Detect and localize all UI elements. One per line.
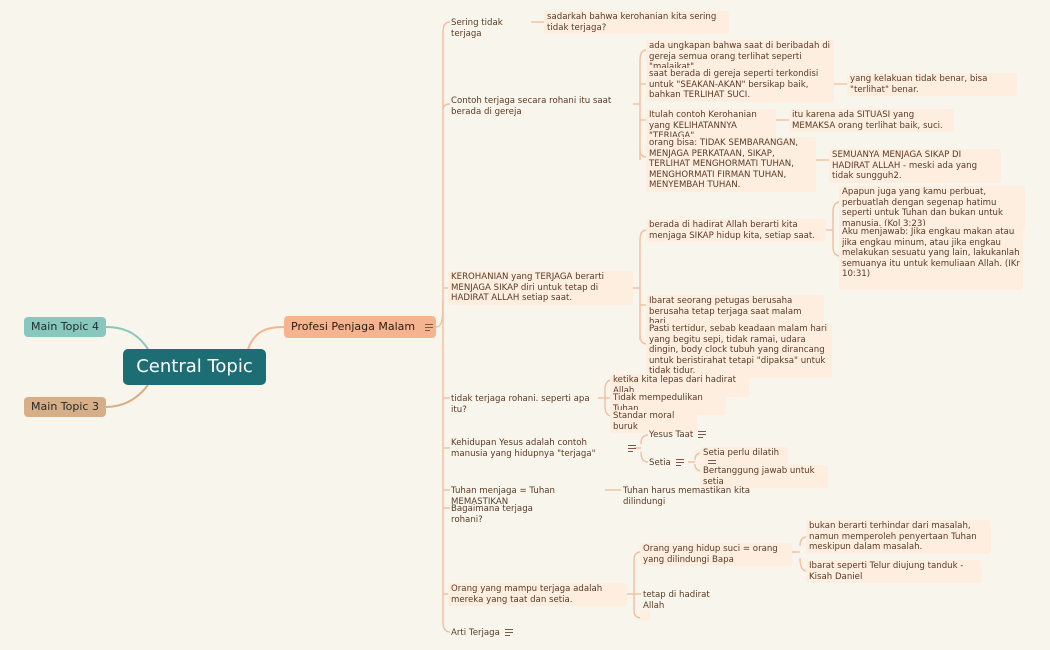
node-setia-perlu-dilatih[interactable]: Setia perlu dilatih	[700, 447, 788, 471]
node-setia[interactable]: Setia	[646, 457, 690, 470]
node-sadarkah[interactable]: sadarkah bahwa kerohanian kita sering ti…	[544, 11, 729, 35]
main-topic-3[interactable]: Main Topic 3	[24, 397, 106, 417]
node-yesus-taat[interactable]: Yesus Taat	[646, 429, 716, 442]
node-orang-bisa[interactable]: orang bisa: TIDAK SEMBARANGAN, MENJAGA P…	[646, 137, 816, 192]
notes-icon[interactable]	[504, 629, 513, 636]
line-c1a2	[832, 212, 841, 257]
node-label: Setia	[649, 458, 671, 468]
node-tuhan-menjaga[interactable]: Tuhan menjaga = Tuhan MEMASTIKAN	[451, 486, 555, 507]
topic-label: Profesi Penjaga Malam	[291, 320, 416, 333]
line-b1d	[639, 149, 648, 158]
notes-icon[interactable]	[675, 459, 684, 466]
topic-profesi-penjaga-malam[interactable]: Profesi Penjaga Malam	[284, 316, 436, 338]
node-1kor-10-31[interactable]: Aku menjawab: Jika engkau makan atau jik…	[839, 226, 1023, 290]
node-standar-moral[interactable]: Standar moral buruk	[610, 410, 697, 434]
node-orang-mampu-terjaga[interactable]: Orang yang mampu terjaga adalah mereka y…	[448, 583, 627, 607]
line-c1a1	[832, 201, 841, 213]
line-a1	[442, 21, 451, 33]
line-main-topic-4	[105, 326, 149, 350]
node-kelakuan-tidak-benar[interactable]: yang kelakuan tidak benar, bisa "terliha…	[847, 73, 1017, 97]
node-tetap-di-hadirat[interactable]: tetap di hadirat Allah	[643, 590, 710, 611]
node-arti-terjaga[interactable]: Arti Terjaga	[448, 627, 518, 640]
node-bagaimana-terjaga[interactable]: Bagaimana terjaga rohani?	[451, 504, 533, 525]
node-bertanggung-jawab[interactable]: Bertanggung jawab untuk setia	[700, 465, 828, 489]
central-topic[interactable]: Central Topic	[123, 349, 266, 385]
line-c1a	[639, 229, 648, 241]
line-c1c	[639, 334, 648, 345]
notes-icon[interactable]	[628, 445, 636, 452]
node-situasi-memaksa[interactable]: itu karena ada SITUASI yang MEMAKSA oran…	[789, 109, 954, 133]
node-label: Yesus Taat	[649, 430, 694, 440]
notes-icon[interactable]	[698, 431, 707, 438]
node-label: Setia perlu dilatih	[703, 448, 780, 458]
line-e1b	[640, 451, 649, 463]
node-kerohanian-terjaga[interactable]: KEROHANIAN yang TERJAGA berarti MENJAGA …	[448, 271, 633, 305]
node-sering-tidak-terjaga[interactable]: Sering tidak terjaga	[451, 18, 503, 39]
line-b1a	[639, 49, 648, 61]
line-e1a	[640, 434, 649, 445]
node-lepas-dari-hadirat[interactable]: ketika kita lepas dari hadirat Allah	[610, 374, 749, 398]
node-tidak-mempedulikan[interactable]: Tidak mempedulikan Tuhan	[610, 392, 726, 416]
node-empty-topic[interactable]	[640, 610, 650, 621]
node-telur-diujung-tanduk[interactable]: Ibarat seperti Telur diujung tanduk - Ki…	[806, 560, 982, 584]
node-tuhan-memastikan[interactable]: Tuhan harus memastikan kita dilindungi	[623, 486, 750, 507]
node-kehidupan-yesus[interactable]: Kehidupan Yesus adalah contoh manusia ya…	[448, 437, 622, 460]
line-h1a2	[799, 557, 808, 572]
line-h1a1	[799, 536, 808, 547]
node-label: Arti Terjaga	[451, 628, 500, 638]
line-profesi-trunk	[435, 299, 444, 328]
line-profesi	[247, 326, 285, 350]
node-contoh-terjaga-gereja[interactable]: Contoh terjaga secara rohani itu saat be…	[451, 96, 612, 117]
node-orang-hidup-suci[interactable]: Orang yang hidup suci = orang yang dilin…	[640, 543, 792, 567]
notes-icon[interactable]	[425, 323, 434, 331]
line-h1a	[633, 551, 642, 561]
node-label: Kehidupan Yesus adalah contoh manusia ya…	[451, 438, 596, 459]
main-topic-4[interactable]: Main Topic 4	[24, 317, 106, 337]
node-seakan-akan[interactable]: saat berada di gereja seperti terkondisi…	[646, 68, 834, 102]
node-tidak-terjaga-rohani[interactable]: tidak terjaga rohani. seperti apa itu?	[451, 394, 590, 415]
node-bukan-berarti-terhindar[interactable]: bukan berarti terhindar dari masalah, na…	[806, 520, 991, 554]
line-i1	[442, 621, 451, 633]
line-b1	[442, 103, 451, 111]
node-berada-di-hadirat[interactable]: berada di hadirat Allah berarti kita men…	[646, 219, 826, 243]
node-pasti-tertidur[interactable]: Pasti tertidur, sebab keadaan malam hari…	[646, 323, 832, 378]
line-main-topic-3	[105, 384, 149, 408]
line-h1c	[633, 609, 642, 619]
node-kol-3-23[interactable]: Apapun juga yang kamu perbuat, perbuatla…	[839, 186, 1025, 231]
notes-icon[interactable]	[708, 459, 716, 467]
node-semuanya-menjaga-sikap[interactable]: SEMUANYA MENJAGA SIKAP DI HADIRAT ALLAH …	[829, 149, 1001, 183]
